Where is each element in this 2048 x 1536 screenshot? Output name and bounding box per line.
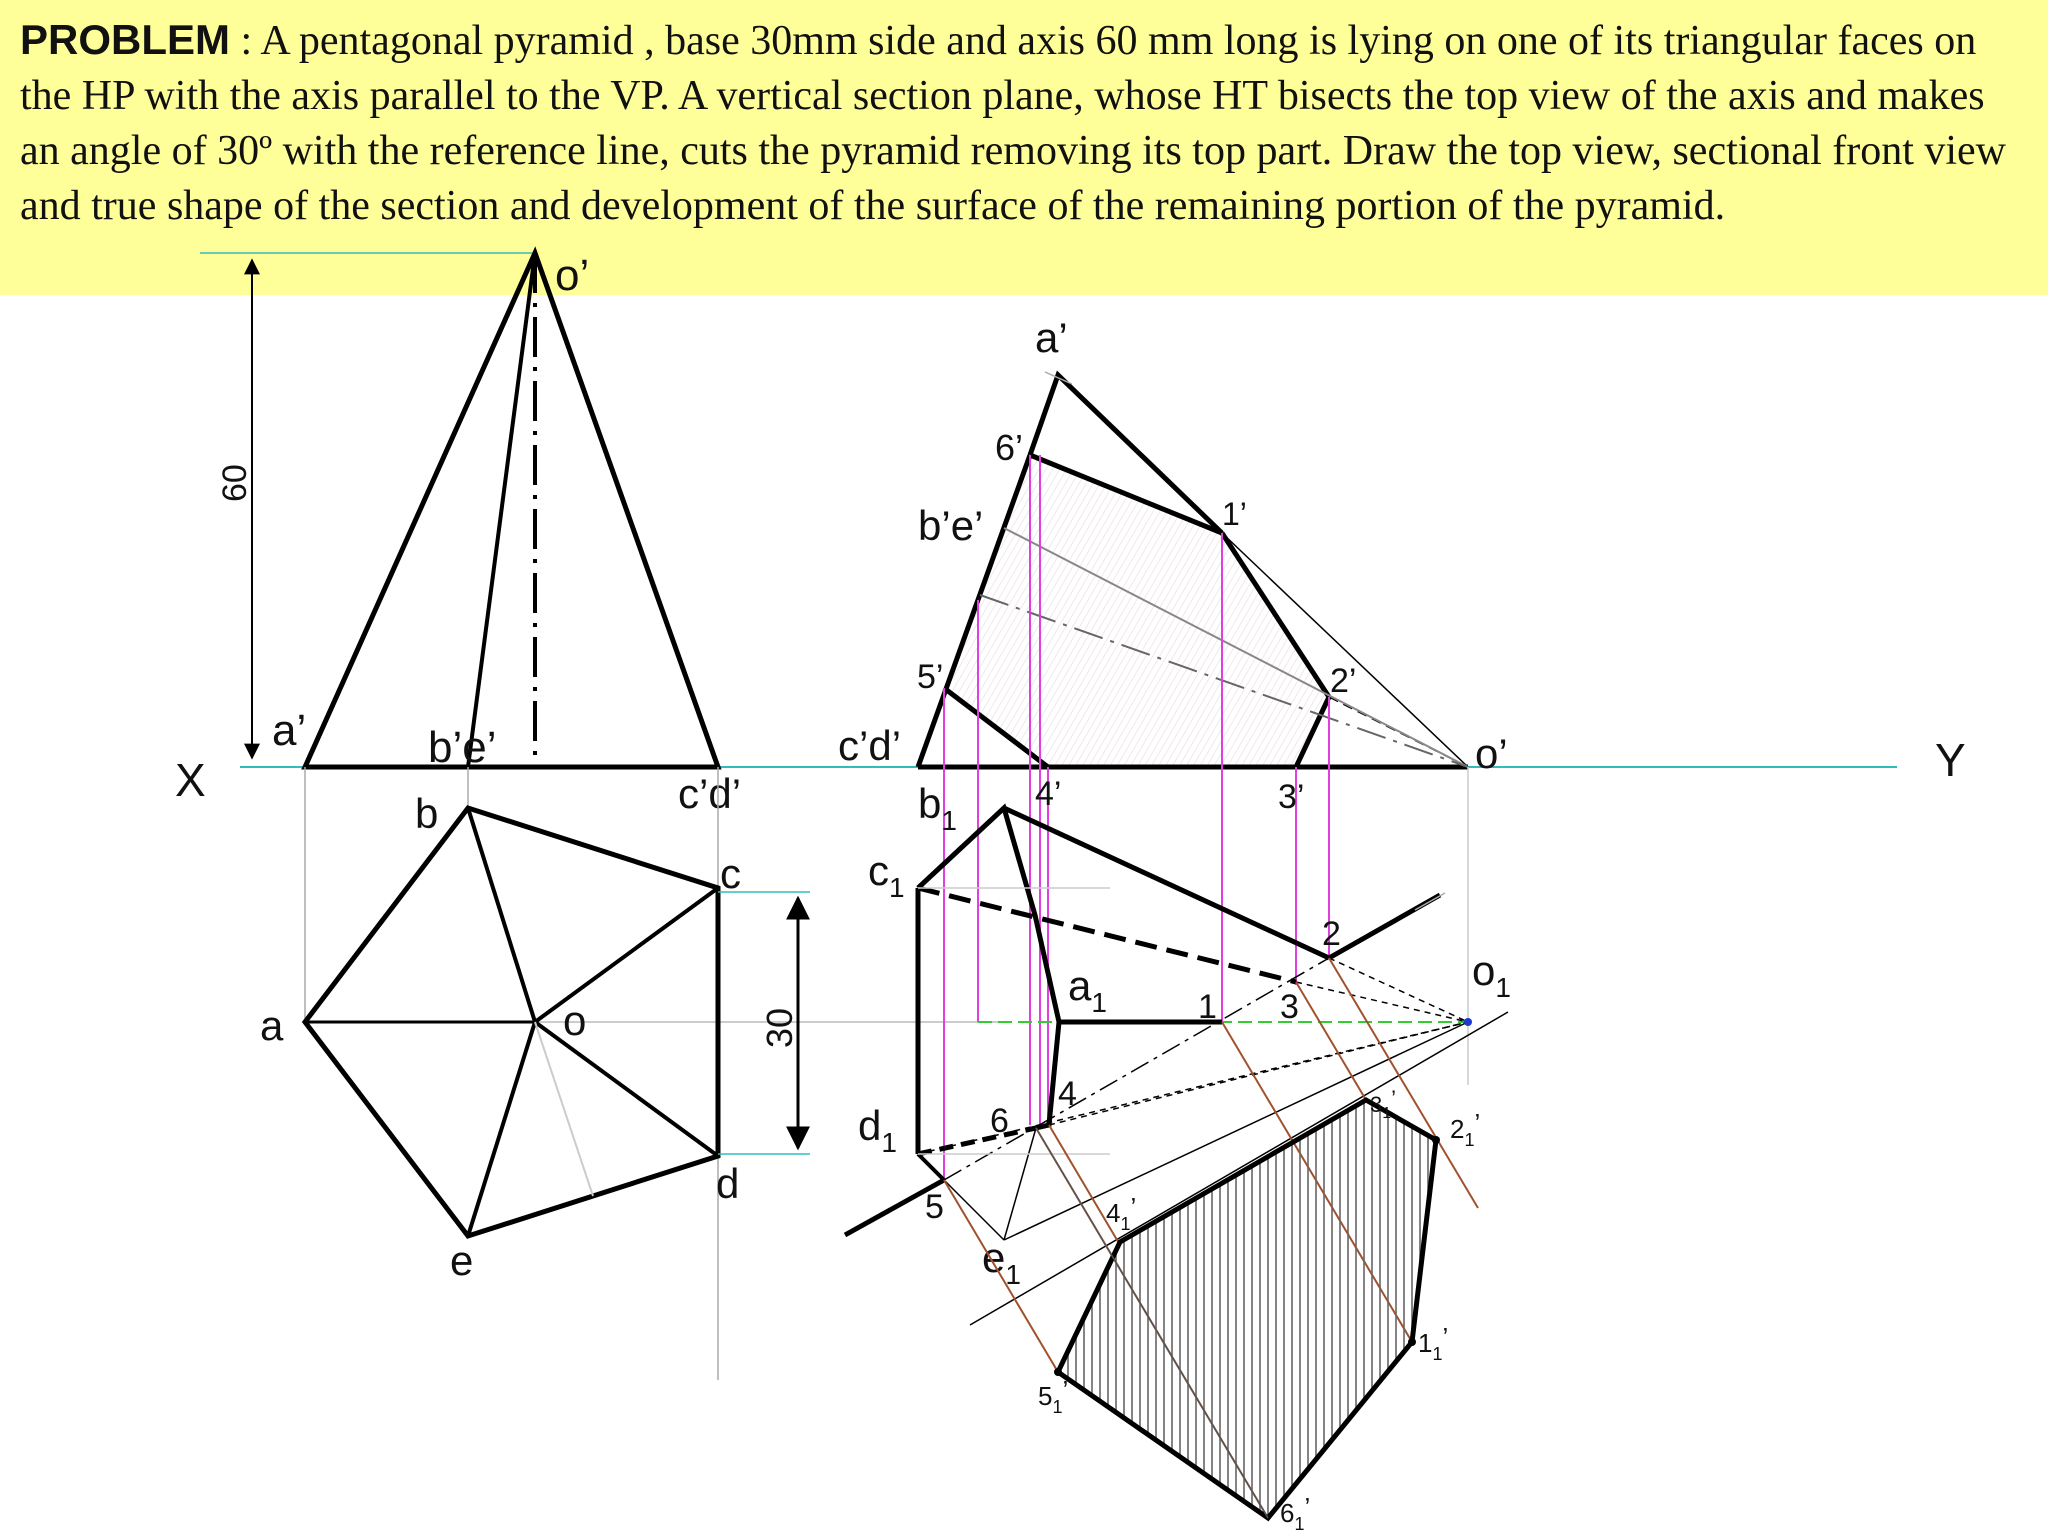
true-shape: 51’ 41’ 31’ 21’ 11’ 61’ [943,957,1509,1534]
x1y1-line [969,1011,1509,1326]
true-point-4-label: 41’ [1106,1192,1136,1234]
edge-6-cd [915,454,1033,768]
axis-front-2 [979,594,1469,768]
point-3-label: 3 [1280,988,1299,1026]
edge-5-e1 [943,1179,1005,1241]
section-plane-ht-thin [943,957,1330,1181]
pentagon-top [301,805,721,1239]
point-2-dot [1432,1136,1440,1144]
point-4-label: 4 [1058,1075,1077,1113]
true-point-6-label: 61’ [1280,1492,1310,1534]
brown-projector-2 [1328,957,1479,1209]
edge-be-front [466,252,537,768]
hidden-line [534,1021,594,1197]
cd-prime-label-2: c’d’ [838,722,901,769]
section-line-2-3 [1293,695,1332,769]
true-shape-polygon [1054,1097,1439,1522]
problem-banner [0,0,2048,295]
point-4-prime-label: 4’ [1035,775,1061,813]
b-label: b [415,790,438,837]
hidden-d1-6 [917,1125,1037,1157]
d1-label: d1 [858,1102,897,1158]
remaining-top-outline [916,803,1062,1131]
point-3-prime-label: 3’ [1278,778,1304,816]
edge-od [533,1020,720,1158]
point-6-label: 6 [990,1102,1009,1140]
hidden-edge-be [1003,527,1469,768]
y-label: Y [1935,734,1966,786]
remaining-front-outline [1027,370,1224,535]
point-5-prime-label: 5’ [917,658,943,696]
edge-oe [466,1021,537,1237]
x-label: X [175,754,206,806]
a1-label: a1 [1068,962,1107,1018]
edge-oc [533,886,720,1024]
apex-label-front: o’ [555,251,589,300]
removed-4-o1 [1048,1021,1469,1126]
true-point-5-label: 51’ [1038,1375,1068,1417]
e-label: e [450,1237,473,1284]
true-point-1-label: 11’ [1418,1322,1448,1364]
point-1-dot [1408,1338,1416,1346]
true-point-2-label: 21’ [1450,1108,1480,1150]
point-1-prime-label: 1’ [1222,496,1247,532]
brown-projector-3 [1295,981,1367,1101]
e1-label: e1 [982,1234,1021,1290]
apex-tick [1044,371,1073,385]
true-point-3-label: 31’ [1370,1086,1396,1122]
o-prime-label-2: o’ [1475,730,1508,777]
point-2-label: 2 [1322,915,1341,953]
be-prime-label: b’e’ [428,723,497,772]
section-plane-ht-tail [1414,892,1446,911]
pyramid-front-outline [301,246,722,770]
section-line-6-1 [1029,452,1223,536]
front-view-2: a’ 6’ b’e’ 1’ 5’ 2’ c’d’ o’ 4’ 3’ [838,314,1508,1180]
point-6-prime-label: 6’ [995,427,1023,468]
o1-label: o1 [1472,947,1511,1003]
a-prime-label-2: a’ [1035,314,1068,361]
c-label: c [720,850,741,897]
problem-body: A pentagonal pyramid , base 30mm side an… [20,18,2007,229]
o1-point [1464,1018,1472,1026]
d-label: d [716,1160,739,1207]
o-label: o [563,997,586,1044]
brown-projector-5 [943,1179,1059,1373]
a-label: a [260,1002,284,1049]
c1-label: c1 [868,847,905,903]
section-line-1-2 [1219,531,1332,699]
magenta-projectors [943,455,1330,1180]
side-dimension-label: 30 [759,1008,800,1048]
top-view-1: 30 b c a o d e [260,767,1000,1380]
removed-3-o1 [1295,981,1469,1023]
problem-separator: : [230,18,261,64]
brown-projector-4 [1048,1124,1121,1246]
removed-edge-1-o [1221,532,1469,768]
b1-label: b1 [918,780,957,836]
height-dimension-label: 60 [216,464,254,502]
problem-heading: PROBLEM [20,16,230,63]
point-1-label: 1 [1198,988,1217,1026]
point-2-prime-label: 2’ [1330,662,1356,700]
edge-b1-2 [1002,805,1331,961]
hidden-d1-5 [916,1152,946,1182]
point-5-label: 5 [925,1188,944,1226]
edge-ob [466,807,537,1023]
a-prime-label: a’ [272,706,306,755]
problem-statement: PROBLEM : A pentagonal pyramid , base 30… [20,12,2030,234]
edge-e1-6 [1003,1127,1037,1241]
be-prime-label-2: b’e’ [918,502,983,549]
front-view-1: 60 o’ a’ b’e’ c’d’ [200,246,741,817]
point-5-dot [1054,1368,1062,1376]
removed-2-o1 [1328,957,1469,1023]
brown-overlay-projector-6 [1035,1127,1269,1519]
section-plane-ht [843,1177,946,1238]
cd-prime-label: c’d’ [678,770,741,817]
hidden-c1-3 [917,885,1297,985]
